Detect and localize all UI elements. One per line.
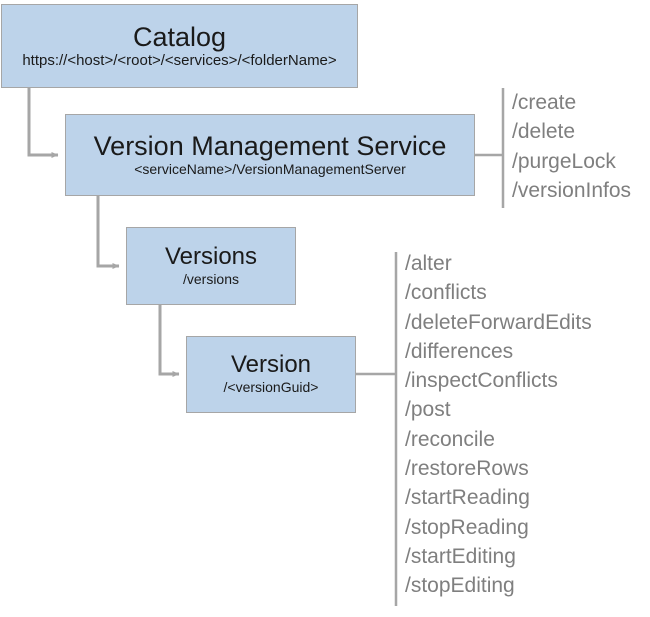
operation-item[interactable]: /differences [405, 339, 514, 363]
node-versions-title: Versions [164, 242, 258, 270]
node-version-subtitle: /<versionGuid> [223, 379, 319, 396]
operation-item[interactable]: /stopReading [405, 515, 529, 539]
node-version[interactable]: Version /<versionGuid> [186, 336, 356, 413]
operation-list-version-management-service: /create/delete/purgeLock/versionInfos [512, 88, 631, 205]
operation-item[interactable]: /restoreRows [405, 457, 529, 481]
node-versions-subtitle: /versions [182, 270, 240, 287]
node-version-management-service[interactable]: Version Management Service <serviceName>… [65, 114, 475, 196]
operation-list-version: /alter/conflicts/deleteForwardEdits/diff… [405, 249, 592, 601]
operation-item[interactable]: /stopEditing [405, 574, 515, 598]
connector-vms-to-versions [96, 196, 120, 269]
connector-versions-to-version [158, 305, 180, 377]
operation-item[interactable]: /post [405, 398, 451, 422]
operation-item[interactable]: /create [512, 91, 577, 114]
node-catalog[interactable]: Catalog https://<host>/<root>/<services>… [1, 4, 358, 88]
node-version-management-service-subtitle: <serviceName>/VersionManagementServer [134, 161, 406, 178]
node-versions[interactable]: Versions /versions [126, 227, 296, 305]
operation-item[interactable]: /alter [405, 252, 452, 275]
connector-catalog-to-vms [27, 88, 59, 158]
operation-item[interactable]: /reconcile [405, 427, 495, 451]
node-version-title: Version [230, 351, 312, 379]
node-catalog-title: Catalog [132, 21, 227, 52]
node-catalog-subtitle: https://<host>/<root>/<services>/<folder… [22, 51, 337, 69]
operation-item[interactable]: /delete [512, 120, 576, 144]
node-version-management-service-title: Version Management Service [93, 131, 447, 162]
operation-item[interactable]: /conflicts [405, 281, 487, 305]
operation-item[interactable]: /versionInfos [512, 178, 632, 202]
operation-item[interactable]: /startReading [405, 486, 530, 510]
operation-item[interactable]: /inspectConflicts [405, 369, 558, 393]
operation-item[interactable]: /deleteForwardEdits [405, 310, 592, 334]
operation-item[interactable]: /purgeLock [512, 149, 616, 173]
operation-item[interactable]: /startEditing [405, 544, 516, 568]
